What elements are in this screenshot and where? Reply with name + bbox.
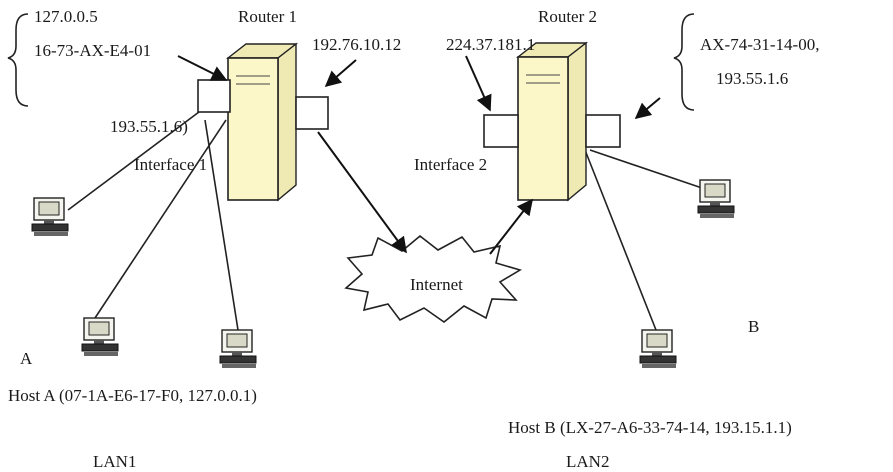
router2-brace-line-2: 193.55.1.6: [716, 69, 788, 88]
router1-interface-right: [295, 96, 329, 130]
lan1-label: LAN1: [93, 452, 136, 471]
arrow-internet-to-router2-icon: [489, 198, 533, 255]
internet-cloud-icon: [344, 234, 522, 323]
router1-title: Router 1: [238, 7, 297, 26]
router2-interface-right: [585, 114, 621, 148]
router2-interface-left: [483, 114, 519, 148]
brace-right-icon: [673, 13, 695, 111]
lan2-computer-right-icon: [697, 179, 735, 219]
lan1-computer-center-icon: [219, 329, 257, 369]
router2-tower-icon: [515, 41, 589, 202]
router1-interface-label: Interface 1: [134, 155, 207, 174]
router2-ip-left: 224.37.181.1: [446, 35, 535, 54]
host-b-label: Host B (LX-27-A6-33-74-14, 193.15.1.1): [508, 418, 792, 437]
router2-interface-label: Interface 2: [414, 155, 487, 174]
router1-ip-left: 193.55.1.6): [110, 117, 188, 136]
arrow-mac-to-router2-right-icon: [634, 97, 661, 120]
host-a-marker: A: [20, 349, 33, 368]
router1-brace-line-2: 16-73-AX-E4-01: [34, 41, 151, 60]
arrow-mac-to-router1-icon: [177, 55, 228, 81]
arrow-router1-to-internet-icon: [317, 131, 407, 254]
lan2-cables: [584, 149, 703, 331]
arrow-ip-to-router2-left-icon: [465, 55, 492, 112]
arrow-ip-to-router1-right-icon: [324, 59, 357, 88]
lan1-computer-left-icon: [31, 197, 69, 237]
router1-interface-left: [197, 79, 231, 113]
brace-left-icon: [7, 13, 29, 107]
host-b-marker: B: [748, 317, 759, 336]
router1-brace-line-1: 127.0.0.5: [34, 7, 98, 26]
lan2-label: LAN2: [566, 452, 609, 471]
lan1-cables: [67, 99, 239, 331]
router2-title: Router 2: [538, 7, 597, 26]
router2-brace-line-1: AX-74-31-14-00,: [700, 35, 819, 54]
internet-label: Internet: [410, 275, 463, 294]
host-a-computer-icon: [81, 317, 119, 357]
host-a-label: Host A (07-1A-E6-17-F0, 127.0.0.1): [8, 386, 257, 405]
router1-tower-icon: [225, 42, 299, 202]
host-b-computer-icon: [639, 329, 677, 369]
router1-ip-right: 192.76.10.12: [312, 35, 401, 54]
